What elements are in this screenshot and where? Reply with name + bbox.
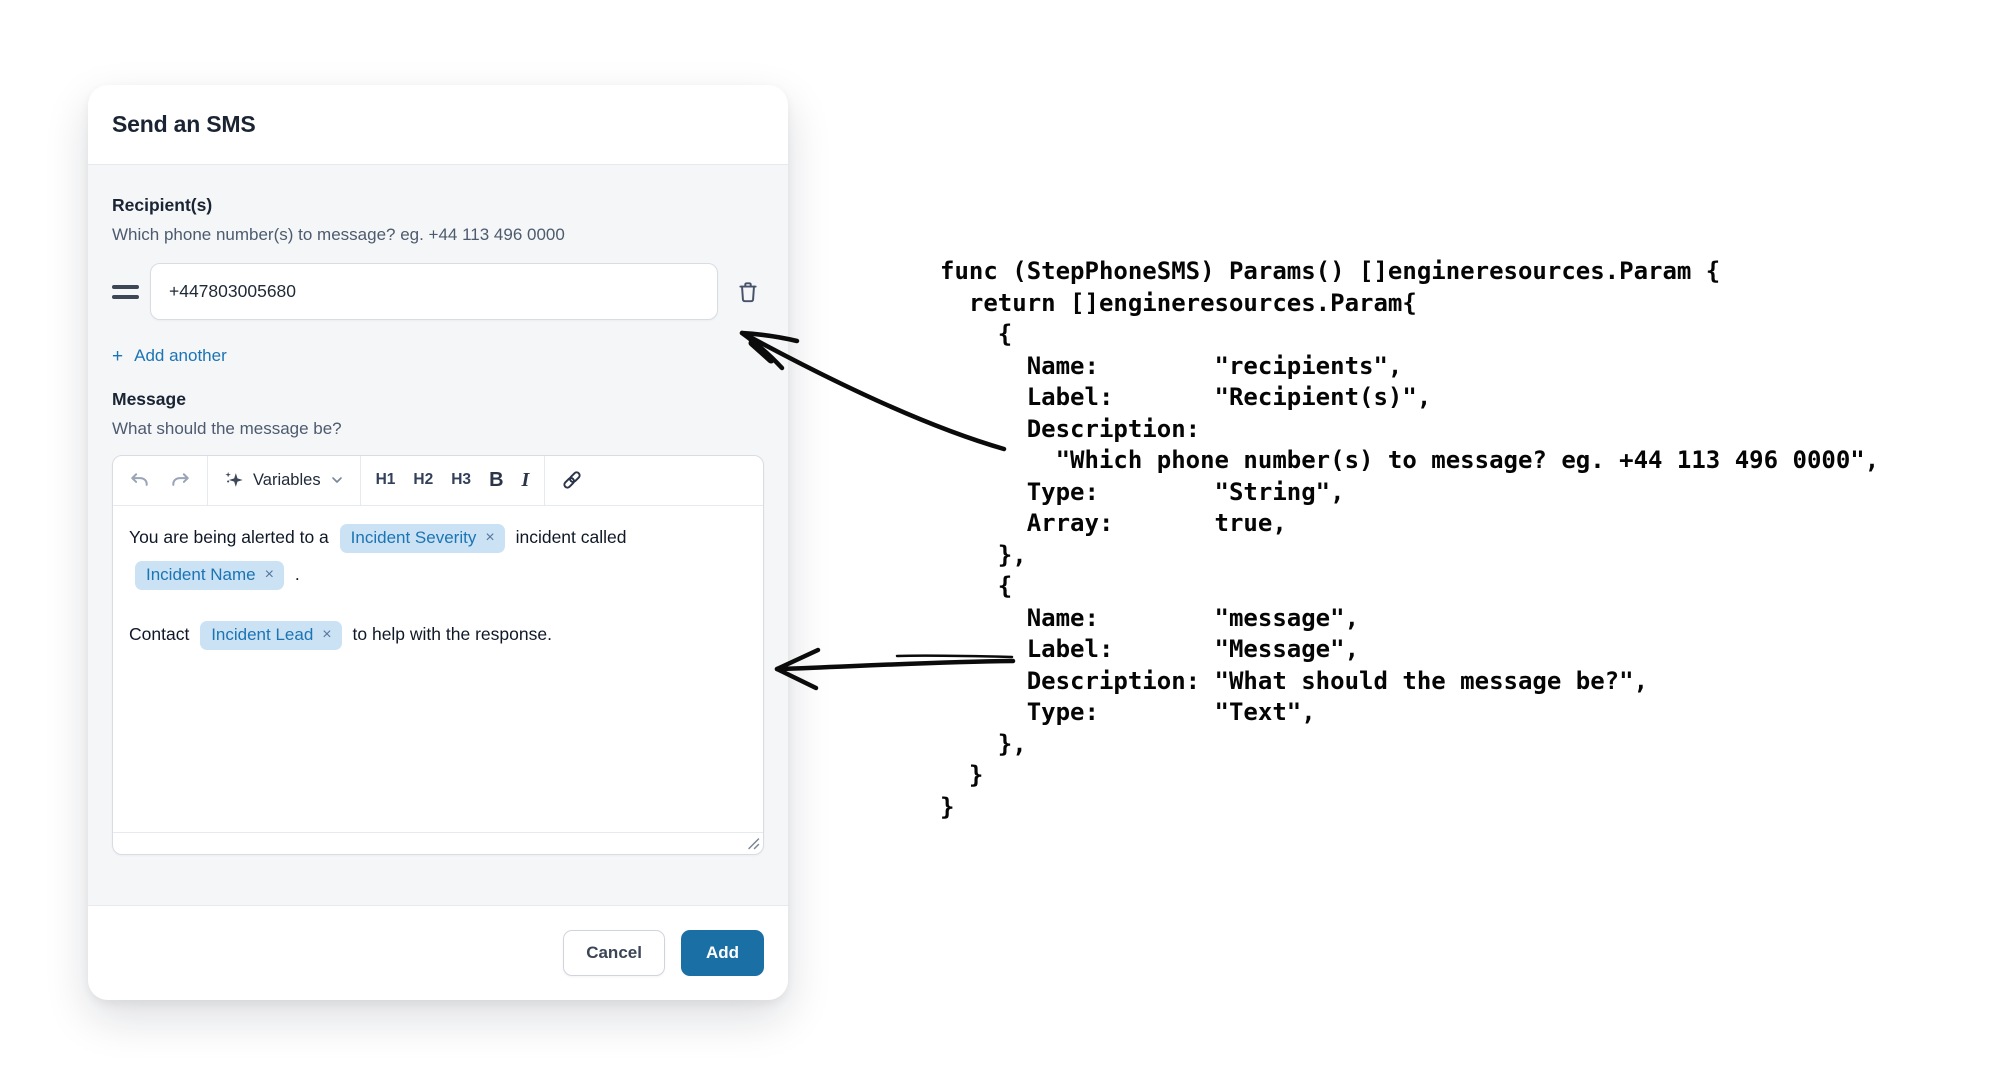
- code-line: {: [940, 320, 1013, 348]
- code-line: Description:: [940, 414, 1201, 443]
- add-button[interactable]: Add: [680, 930, 764, 976]
- code-line: Array: true,: [940, 509, 1287, 537]
- editor-content[interactable]: You are being alerted to a Incident Seve…: [113, 506, 763, 832]
- modal-footer: Cancel Add: [88, 905, 788, 1000]
- variables-label: Variables: [253, 470, 321, 489]
- heading2-button[interactable]: H2: [404, 456, 442, 505]
- message-label: Message: [112, 388, 186, 409]
- undo-button[interactable]: [119, 456, 160, 505]
- variable-chip-incident-severity: Incident Severity ×: [339, 523, 505, 553]
- code-line: return []engineresources.Param{: [940, 288, 1417, 317]
- chevron-down-icon: [329, 472, 345, 488]
- code-snippet: func (StepPhoneSMS) Params() []engineres…: [940, 256, 1879, 823]
- undo-icon: [128, 469, 151, 492]
- variable-chip-incident-lead: Incident Lead ×: [200, 620, 342, 650]
- chip-label: Incident Lead: [211, 624, 314, 644]
- redo-button[interactable]: [160, 456, 201, 505]
- bold-button[interactable]: B: [480, 456, 512, 505]
- message-paragraph: You are being alerted to a Incident Seve…: [129, 519, 747, 593]
- drag-handle-icon[interactable]: [112, 284, 142, 299]
- delete-recipient-button[interactable]: [732, 276, 764, 308]
- code-line: }: [940, 792, 955, 821]
- link-button[interactable]: [551, 456, 593, 505]
- resize-grip-icon[interactable]: [745, 835, 761, 851]
- toolbar-divider: [359, 455, 361, 505]
- redo-icon: [169, 469, 192, 492]
- trash-icon: [735, 279, 761, 305]
- chip-label: Incident Severity: [350, 527, 477, 547]
- code-line: Type: "String",: [940, 477, 1345, 506]
- code-line: }: [940, 761, 984, 789]
- add-another-button[interactable]: + Add another: [112, 346, 227, 366]
- code-line: },: [940, 729, 1027, 758]
- editor-resize-bar: [113, 831, 763, 854]
- code-line: "Which phone number(s) to message? eg. +…: [940, 446, 1880, 474]
- code-line: Label: "Recipient(s)",: [940, 383, 1432, 411]
- link-icon: [560, 468, 584, 492]
- recipient-row: [112, 263, 764, 320]
- code-line: func (StepPhoneSMS) Params() []engineres…: [940, 257, 1721, 285]
- code-line: Label: "Message",: [940, 635, 1360, 663]
- message-text: incident called: [515, 526, 627, 547]
- variable-chip-incident-name: Incident Name ×: [135, 560, 284, 590]
- code-line: Name: "message",: [940, 603, 1360, 632]
- message-description: What should the message be?: [112, 418, 342, 438]
- chip-remove-icon[interactable]: ×: [485, 528, 495, 546]
- code-line: },: [940, 540, 1027, 569]
- code-line: Name: "recipients",: [940, 351, 1403, 380]
- modal-body: Recipient(s) Which phone number(s) to me…: [88, 165, 788, 905]
- recipients-label: Recipient(s): [112, 195, 213, 215]
- code-line: {: [940, 572, 1013, 600]
- italic-button[interactable]: I: [513, 456, 539, 505]
- recipient-input[interactable]: [150, 263, 718, 320]
- plus-icon: +: [112, 345, 124, 367]
- message-text: Contact: [129, 623, 190, 644]
- code-line: Type: "Text",: [940, 698, 1316, 726]
- sparkle-icon: [223, 469, 245, 491]
- message-text: .: [294, 563, 300, 584]
- chip-label: Incident Name: [146, 564, 256, 584]
- toolbar-divider: [207, 455, 208, 505]
- modal-header: Send an SMS: [88, 85, 788, 165]
- message-text: to help with the response.: [352, 623, 552, 644]
- toolbar-divider: [544, 455, 546, 505]
- send-sms-modal: Send an SMS Recipient(s) Which phone num…: [88, 85, 788, 1000]
- message-paragraph: Contact Incident Lead × to help with the…: [129, 616, 747, 653]
- cancel-button[interactable]: Cancel: [563, 930, 665, 976]
- variables-dropdown-button[interactable]: Variables: [214, 456, 354, 505]
- add-another-label: Add another: [134, 346, 227, 365]
- code-line: Description: "What should the message be…: [940, 666, 1649, 695]
- recipients-description: Which phone number(s) to message? eg. +4…: [112, 225, 565, 244]
- modal-title: Send an SMS: [112, 111, 256, 137]
- message-text: You are being alerted to a: [129, 526, 329, 547]
- message-editor: Variables H1 H2 H3 B I: [112, 454, 764, 855]
- editor-toolbar: Variables H1 H2 H3 B I: [113, 455, 763, 506]
- chip-remove-icon[interactable]: ×: [322, 625, 332, 643]
- heading1-button[interactable]: H1: [367, 456, 405, 505]
- heading3-button[interactable]: H3: [442, 456, 480, 505]
- chip-remove-icon[interactable]: ×: [264, 565, 274, 583]
